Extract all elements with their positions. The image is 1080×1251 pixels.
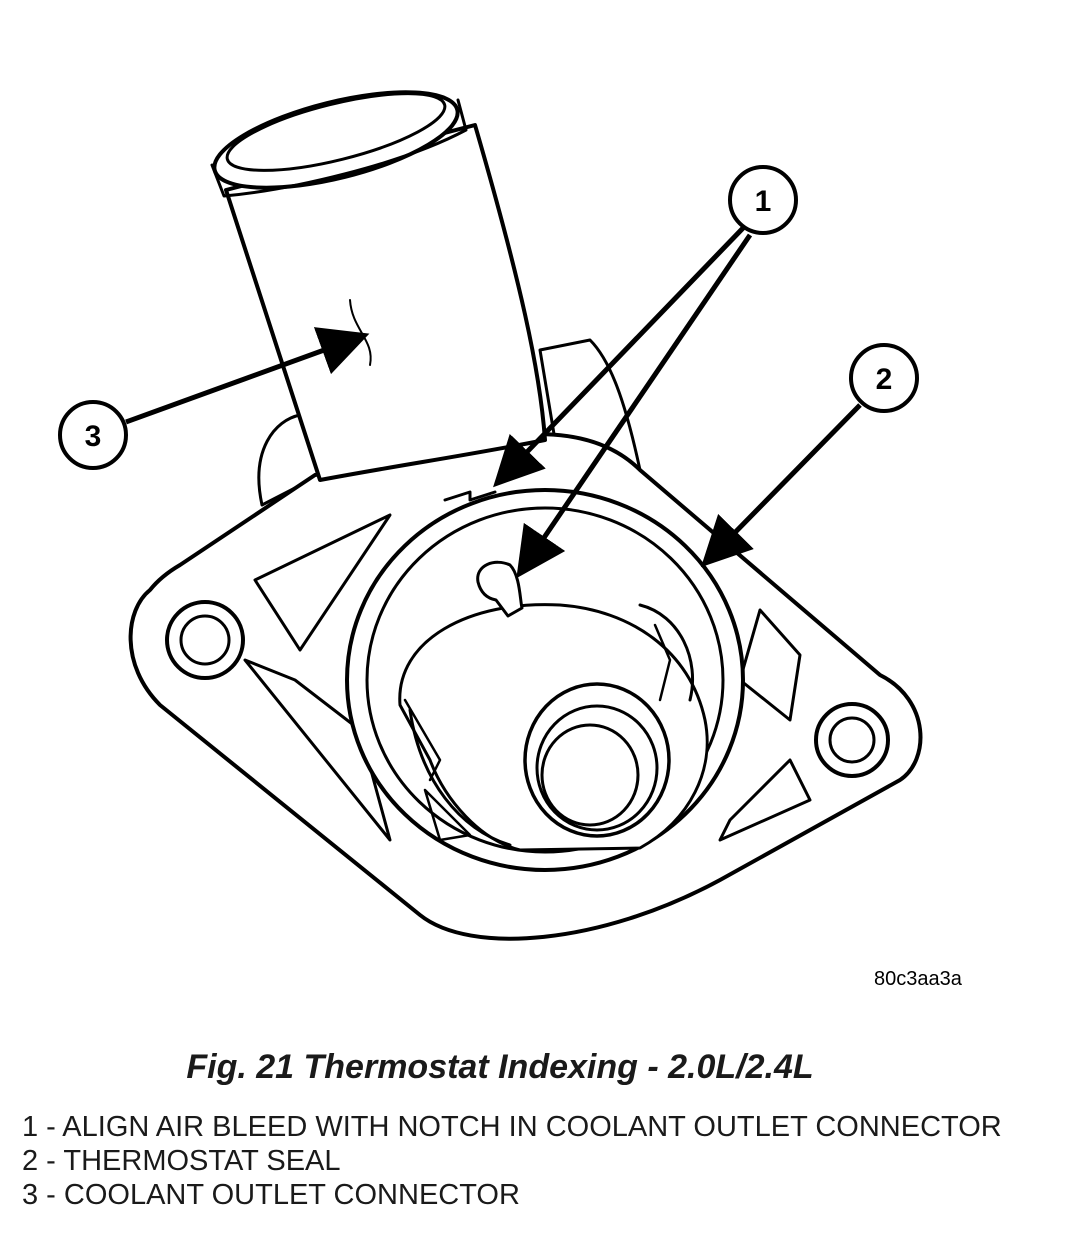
legend-item: 2 - THERMOSTAT SEAL bbox=[22, 1145, 341, 1177]
figure-reference-code: 80c3aa3a bbox=[874, 968, 962, 990]
leader-3 bbox=[125, 327, 370, 425]
callout-1-circle bbox=[728, 165, 798, 235]
legend-item: 3 - COOLANT OUTLET CONNECTOR bbox=[22, 1179, 520, 1211]
callout-3-label: 3 bbox=[85, 420, 102, 453]
callout-2-circle bbox=[849, 343, 919, 413]
callout-1-label: 1 bbox=[755, 185, 772, 218]
callout-3-circle bbox=[58, 400, 128, 470]
leader-1a bbox=[493, 224, 747, 488]
leader-2 bbox=[700, 403, 862, 568]
mounting-hole-right bbox=[814, 702, 890, 778]
legend-item: 1 - ALIGN AIR BLEED WITH NOTCH IN COOLAN… bbox=[22, 1111, 1002, 1143]
air-bleed-valve bbox=[476, 560, 524, 618]
thermostat-diagram: 1 2 3 bbox=[58, 90, 923, 941]
callout-2-label: 2 bbox=[876, 363, 893, 396]
figure-caption: Fig. 21 Thermostat Indexing - 2.0L/2.4L bbox=[186, 1048, 814, 1086]
leader-1b bbox=[516, 233, 753, 579]
mounting-hole-left bbox=[165, 600, 245, 680]
outlet-notch bbox=[443, 490, 497, 502]
legend: 1 - ALIGN AIR BLEED WITH NOTCH IN COOLAN… bbox=[22, 1110, 1062, 1212]
